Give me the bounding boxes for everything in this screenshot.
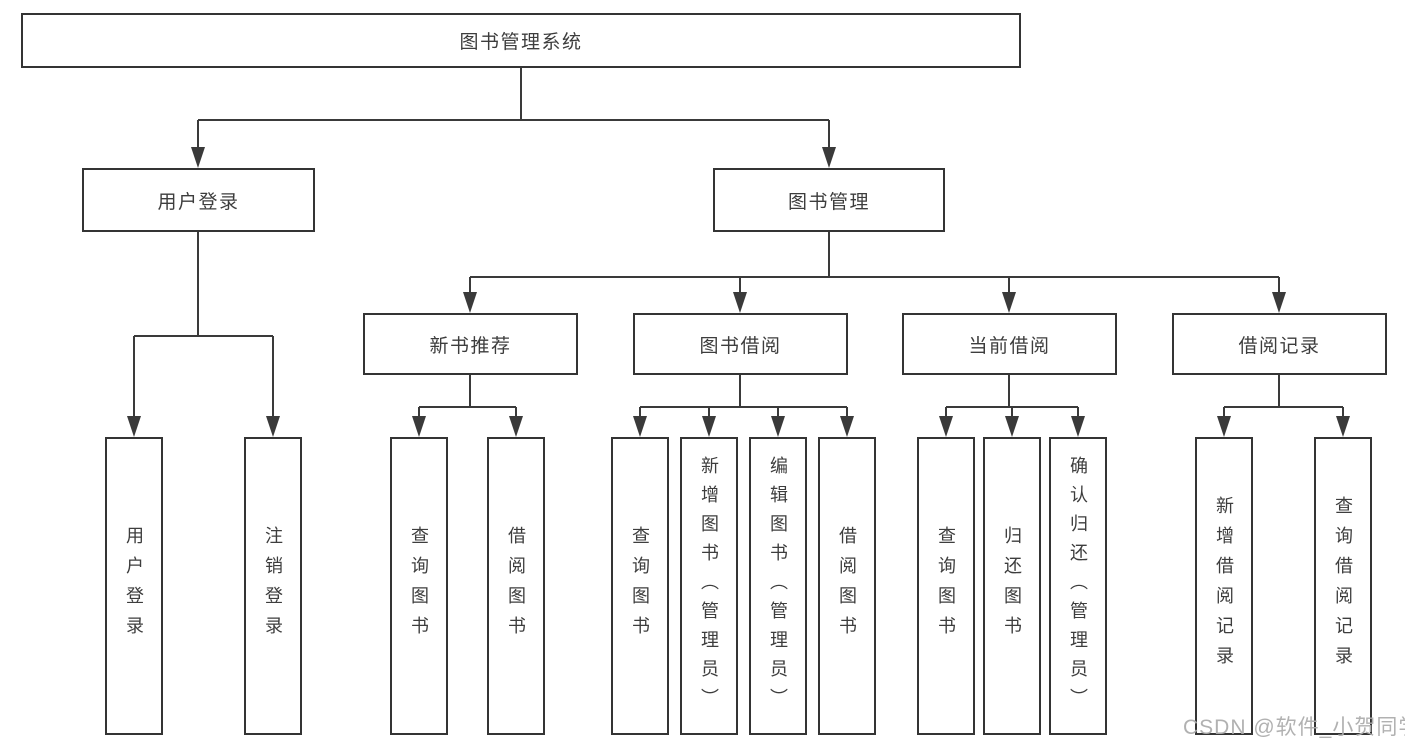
node-book-management: 图书管理 (713, 168, 945, 232)
leaf-borrow-books-1: 借阅图书 (487, 437, 545, 735)
node-new-book-recommend: 新书推荐 (363, 313, 578, 375)
leaf-logout-label: 注销登录 (263, 526, 283, 646)
leaf-query-books-1-label: 查询图书 (409, 526, 429, 646)
node-current-borrowing-label: 当前借阅 (968, 335, 1051, 357)
node-library-management-system-label: 图书管理系统 (459, 32, 583, 53)
leaf-query-books-3-label: 查询图书 (936, 526, 956, 646)
node-current-borrowing: 当前借阅 (902, 313, 1117, 375)
node-borrowing-records: 借阅记录 (1172, 313, 1387, 375)
leaf-add-borrow-record-label: 新增借阅记录 (1214, 496, 1234, 676)
leaf-return-books-label: 归还图书 (1002, 526, 1022, 646)
node-book-borrowing: 图书借阅 (633, 313, 848, 375)
leaf-user-login-label: 用户登录 (124, 526, 144, 646)
leaf-confirm-return-admin: 确认归还（管理员） (1049, 437, 1107, 735)
leaf-return-books: 归还图书 (983, 437, 1041, 735)
leaf-edit-books-admin: 编辑图书（管理员） (749, 437, 807, 735)
node-user-login-label: 用户登录 (157, 191, 240, 213)
node-library-management-system: 图书管理系统 (21, 13, 1021, 68)
node-new-book-recommend-label: 新书推荐 (429, 335, 512, 357)
node-user-login: 用户登录 (82, 168, 315, 232)
leaf-query-borrow-record-label: 查询借阅记录 (1333, 496, 1353, 676)
leaf-logout: 注销登录 (244, 437, 302, 735)
leaf-query-books-2: 查询图书 (611, 437, 669, 735)
leaf-query-borrow-record: 查询借阅记录 (1314, 437, 1372, 735)
leaf-add-borrow-record: 新增借阅记录 (1195, 437, 1253, 735)
node-borrowing-records-label: 借阅记录 (1238, 335, 1321, 357)
node-book-management-label: 图书管理 (787, 191, 870, 213)
leaf-confirm-return-admin-label: 确认归还（管理员） (1068, 455, 1088, 717)
leaf-user-login: 用户登录 (105, 437, 163, 735)
leaf-borrow-books-1-label: 借阅图书 (506, 526, 526, 646)
leaf-edit-books-admin-label: 编辑图书（管理员） (768, 455, 788, 717)
leaf-borrow-books-2: 借阅图书 (818, 437, 876, 735)
csdn-watermark: CSDN @软件_小贺同学 (1183, 716, 1405, 739)
leaf-query-books-1: 查询图书 (390, 437, 448, 735)
leaf-query-books-2-label: 查询图书 (630, 526, 650, 646)
leaf-query-books-3: 查询图书 (917, 437, 975, 735)
leaf-add-books-admin: 新增图书（管理员） (680, 437, 738, 735)
arrowheads (127, 147, 1350, 437)
leaf-add-books-admin-label: 新增图书（管理员） (699, 455, 719, 717)
leaf-borrow-books-2-label: 借阅图书 (837, 526, 857, 646)
node-book-borrowing-label: 图书借阅 (699, 335, 782, 357)
